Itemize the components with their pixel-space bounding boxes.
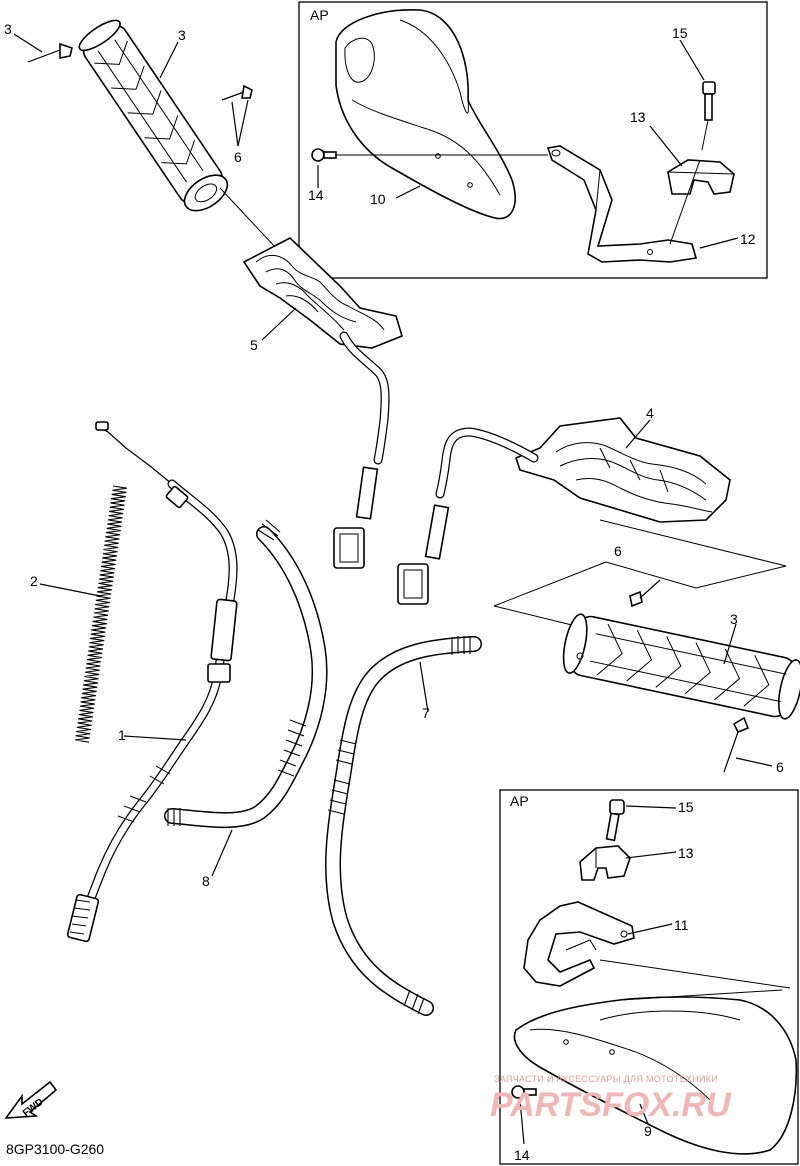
grip-heater-part-4 bbox=[397, 417, 731, 605]
inset-top: AP bbox=[298, 1, 768, 279]
throttle-cable-part-1 bbox=[66, 421, 238, 943]
watermark: ЗАПЧАСТИ И АКСЕССУАРЫ ДЛЯ МОТОТЕХНИКИ PA… bbox=[490, 1074, 732, 1124]
screw-part-14-bottom bbox=[511, 1085, 537, 1099]
callout-1: 1 bbox=[118, 727, 126, 743]
fwd-arrow-icon: FWD bbox=[4, 1080, 58, 1119]
bolt-part-15 bbox=[701, 81, 716, 151]
callout-10: 10 bbox=[370, 191, 386, 207]
grip-heater-part-5 bbox=[242, 237, 403, 569]
callout-6: 6 bbox=[776, 759, 784, 775]
callout-3: 3 bbox=[178, 27, 186, 43]
callout-13: 13 bbox=[630, 109, 646, 125]
callout-2: 2 bbox=[30, 573, 38, 589]
callout-numbers: 3 3 6 5 14 10 13 15 12 4 6 3 6 2 1 7 8 1… bbox=[4, 21, 784, 1163]
spring-part-2 bbox=[74, 485, 128, 743]
hand-guard-part-10 bbox=[335, 9, 516, 220]
callout-15: 15 bbox=[678, 799, 694, 815]
callout-11: 11 bbox=[674, 917, 689, 933]
callout-7: 7 bbox=[422, 705, 430, 721]
clamp-part-13 bbox=[667, 159, 735, 195]
diagram-code: 8GP3100-G260 bbox=[6, 1141, 104, 1157]
callout-8: 8 bbox=[202, 873, 210, 889]
callout-6: 6 bbox=[614, 543, 622, 559]
callout-9: 9 bbox=[644, 1123, 652, 1139]
callout-14: 14 bbox=[308, 187, 324, 203]
callout-leaders bbox=[13, 33, 773, 1145]
callout-14: 14 bbox=[514, 1147, 530, 1163]
pipe-part-8 bbox=[164, 519, 328, 829]
callout-13: 13 bbox=[678, 845, 694, 861]
bracket-part-12 bbox=[546, 145, 698, 263]
callout-12: 12 bbox=[740, 231, 756, 247]
callout-5: 5 bbox=[250, 337, 258, 353]
callout-6: 3 bbox=[4, 21, 12, 37]
inset-top-label: AP bbox=[310, 7, 329, 23]
watermark-line2: PARTSFOX.RU bbox=[490, 1086, 732, 1124]
watermark-line1: ЗАПЧАСТИ И АКСЕССУАРЫ ДЛЯ МОТОТЕХНИКИ bbox=[494, 1074, 718, 1084]
pipe-part-7 bbox=[325, 636, 482, 1016]
screw-part-14-top bbox=[311, 148, 548, 162]
grip-part-3-right bbox=[562, 579, 800, 773]
clamp-part-13-bottom bbox=[579, 845, 631, 881]
callout-15: 15 bbox=[672, 25, 688, 41]
inset-bottom: AP bbox=[499, 789, 799, 1165]
callout-6: 6 bbox=[234, 149, 242, 165]
inset-bottom-label: AP bbox=[510, 793, 529, 809]
grip-part-3-left bbox=[27, 19, 253, 212]
callout-4: 4 bbox=[646, 405, 654, 421]
callout-3: 3 bbox=[730, 611, 738, 627]
bracket-part-11 bbox=[523, 901, 635, 987]
bolt-part-15-bottom bbox=[605, 799, 625, 842]
